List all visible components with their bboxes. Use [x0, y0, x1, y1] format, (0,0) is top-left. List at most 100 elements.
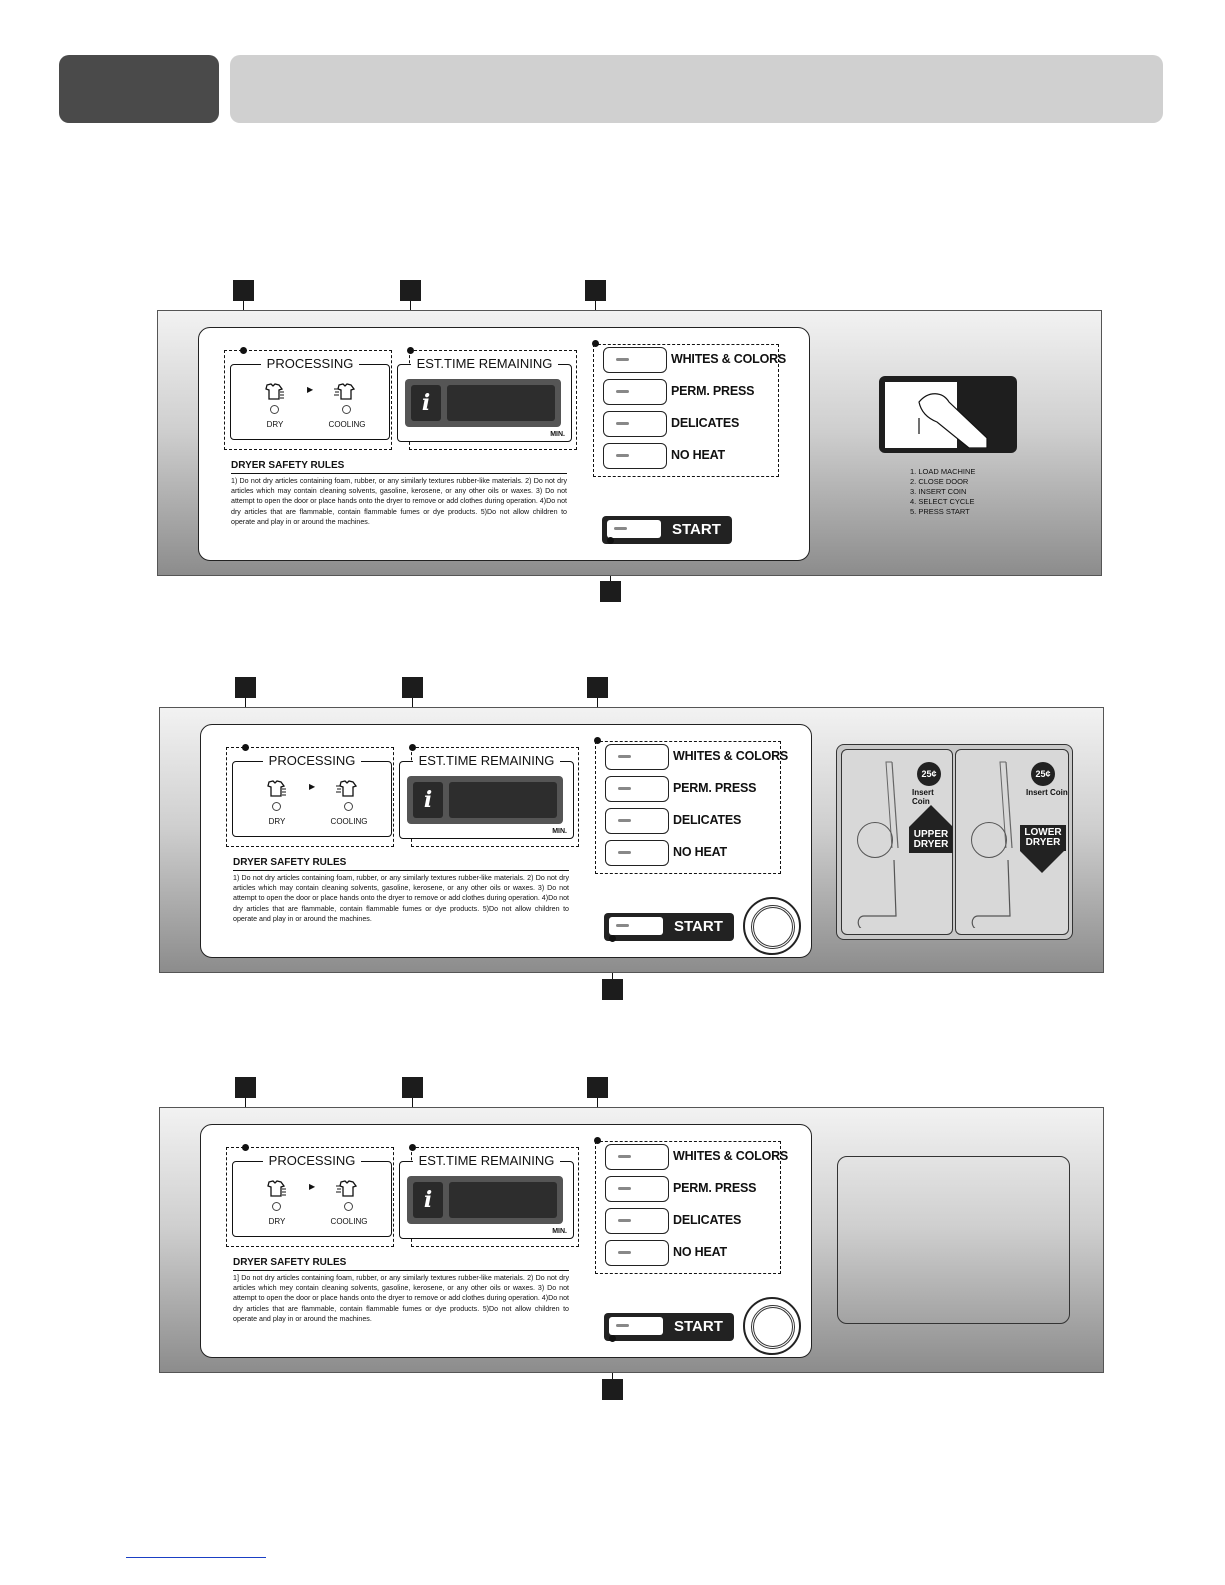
- time-title: EST.TIME REMAINING: [412, 753, 561, 768]
- time-box: EST.TIME REMAINING i MIN.: [399, 753, 574, 839]
- cooling-led: [344, 802, 353, 811]
- callout-marker: [235, 677, 256, 698]
- processing-box: PROCESSING ▶ DRY COOLING: [232, 753, 392, 837]
- arrow-down-icon: [1020, 851, 1064, 873]
- coin-return-circle: [971, 822, 1007, 858]
- instructions-list: 1. LOAD MACHINE 2. CLOSE DOOR 3. INSERT …: [910, 467, 975, 517]
- coin-knob[interactable]: [743, 1297, 801, 1355]
- processing-title: PROCESSING: [260, 356, 360, 371]
- time-display: i: [405, 379, 561, 427]
- info-icon[interactable]: i: [413, 1182, 443, 1218]
- cooling-label: COOLING: [330, 817, 368, 826]
- time-screen: [447, 385, 555, 421]
- cycle-button-noheat[interactable]: [603, 443, 667, 469]
- time-unit: MIN.: [552, 828, 567, 835]
- start-label: START: [674, 1318, 723, 1335]
- cycle-label: DELICATES: [671, 416, 740, 430]
- arrow-right-icon: ▶: [307, 385, 314, 394]
- dry-led: [272, 1202, 281, 1211]
- coin-knob[interactable]: [743, 897, 801, 955]
- cycle-button-perm[interactable]: [603, 379, 667, 405]
- safety-title: DRYER SAFETY RULES: [233, 1257, 347, 1268]
- callout-marker: [400, 280, 421, 301]
- processing-box: PROCESSING ▶ DRY COOLING: [230, 356, 390, 440]
- cycle-button-delicates[interactable]: [605, 1208, 669, 1234]
- tshirt-dry-icon: [267, 1180, 286, 1197]
- cycle-button-whites[interactable]: [605, 1144, 669, 1170]
- cycle-button-noheat[interactable]: [605, 1240, 669, 1266]
- section-tab-dark: [59, 55, 219, 123]
- instruction-step: 5. PRESS START: [910, 507, 970, 516]
- footer-link-underline[interactable]: [126, 1557, 266, 1558]
- safety-title: DRYER SAFETY RULES: [233, 857, 347, 868]
- cycle-button-delicates[interactable]: [605, 808, 669, 834]
- dryer-panel: PROCESSING ▶ DRY COOLING EST.TIME REMAIN…: [159, 1107, 1104, 1373]
- start-button[interactable]: START: [604, 1313, 734, 1341]
- section-header-bar: [230, 55, 1163, 123]
- cooling-label: COOLING: [328, 420, 366, 429]
- arrow-right-icon: ▶: [309, 782, 316, 791]
- insert-coin-caption: Insert Coin: [912, 788, 934, 806]
- callout-marker: [235, 1077, 256, 1098]
- callout-marker: [600, 581, 621, 602]
- tshirt-dry-icon: [265, 383, 284, 400]
- instruction-step: 2. CLOSE DOOR: [910, 477, 969, 486]
- control-face: PROCESSING ▶ DRY COOLING EST.TIME REMAIN…: [200, 724, 812, 958]
- start-button[interactable]: START: [604, 913, 734, 941]
- cycle-button-perm[interactable]: [605, 1176, 669, 1202]
- start-label: START: [674, 918, 723, 935]
- safety-title: DRYER SAFETY RULES: [231, 460, 345, 471]
- callout-marker: [585, 280, 606, 301]
- cycle-label: NO HEAT: [673, 1245, 727, 1259]
- callout-marker: [587, 1077, 608, 1098]
- cycle-label: WHITES & COLORS: [673, 1149, 789, 1163]
- tshirt-cooling-icon: [336, 1180, 358, 1197]
- safety-text: 1] Do not dry articles containing foam, …: [233, 1274, 569, 1323]
- cycle-button-delicates[interactable]: [603, 411, 667, 437]
- coin-25-icon: 25¢: [1031, 762, 1055, 786]
- time-screen: [449, 1182, 557, 1218]
- cycle-button-whites[interactable]: [605, 744, 669, 770]
- time-screen: [449, 782, 557, 818]
- cycle-label: DELICATES: [673, 813, 742, 827]
- cycle-button-whites[interactable]: [603, 347, 667, 373]
- insert-coin-caption: Insert Coin: [1026, 788, 1068, 797]
- cycle-button-noheat[interactable]: [605, 840, 669, 866]
- cycle-label: PERM. PRESS: [673, 781, 757, 795]
- cooling-led: [344, 1202, 353, 1211]
- callout-marker: [587, 677, 608, 698]
- info-icon[interactable]: i: [411, 385, 441, 421]
- control-face: PROCESSING ▶ DRY COOLING EST.TIME REMAIN…: [198, 327, 810, 561]
- dry-label: DRY: [268, 817, 286, 826]
- time-unit: MIN.: [552, 1228, 567, 1235]
- dryer-panel: PROCESSING ▶ DRY COOLING EST.TIME REMAIN…: [157, 310, 1102, 576]
- arrow-right-icon: ▶: [309, 1182, 316, 1191]
- cycle-label: NO HEAT: [671, 448, 725, 462]
- safety-text: 1) Do not dry articles containing foam, …: [233, 874, 569, 923]
- cycle-label: WHITES & COLORS: [671, 352, 787, 366]
- cycle-label: PERM. PRESS: [671, 384, 755, 398]
- instruction-step: 3. INSERT COIN: [910, 487, 967, 496]
- dryer-panel: PROCESSING ▶ DRY COOLING EST.TIME REMAIN…: [159, 707, 1104, 973]
- instruction-step: 1. LOAD MACHINE: [910, 467, 976, 476]
- safety-text: 1) Do not dry articles containing foam, …: [231, 477, 567, 526]
- cycle-label: PERM. PRESS: [673, 1181, 757, 1195]
- processing-title: PROCESSING: [262, 753, 362, 768]
- time-box: EST.TIME REMAINING i MIN.: [397, 356, 572, 442]
- time-title: EST.TIME REMAINING: [410, 356, 559, 371]
- cycle-label: DELICATES: [673, 1213, 742, 1227]
- coin-25-icon: 25¢: [917, 762, 941, 786]
- cycle-button-perm[interactable]: [605, 776, 669, 802]
- start-button[interactable]: START: [602, 516, 732, 544]
- processing-box: PROCESSING ▶ DRY COOLING: [232, 1153, 392, 1237]
- dry-led: [272, 802, 281, 811]
- instruction-step: 4. SELECT CYCLE: [910, 497, 975, 506]
- load-machine-illustration: [879, 376, 1017, 453]
- tshirt-cooling-icon: [336, 780, 358, 797]
- tshirt-dry-icon: [267, 780, 286, 797]
- info-icon[interactable]: i: [413, 782, 443, 818]
